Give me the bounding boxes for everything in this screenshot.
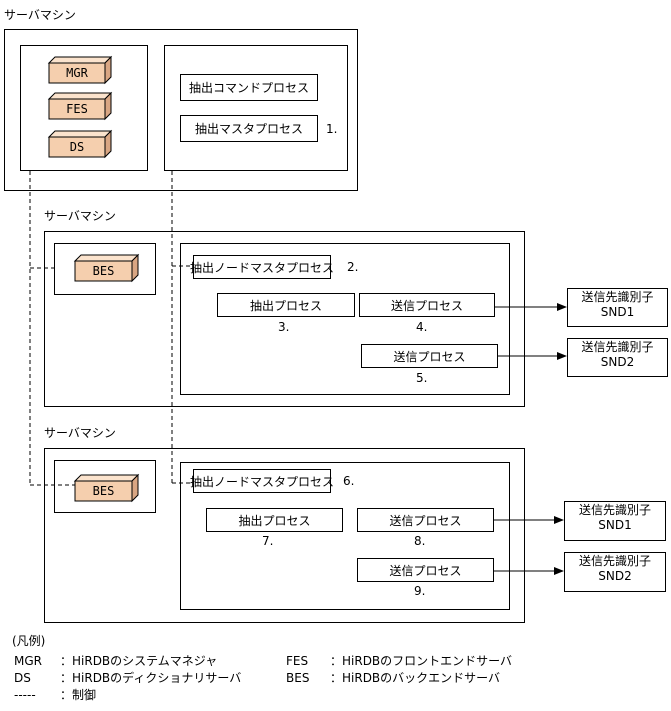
legend-ds-key: DS	[14, 671, 31, 685]
legend-title: (凡例)	[12, 634, 46, 648]
server2-label: サーバマシン	[44, 209, 116, 223]
cube-front	[48, 98, 106, 120]
cube-label: MGR	[66, 66, 88, 80]
fes-module: FES	[47, 91, 113, 121]
num-5: 5.	[416, 371, 428, 385]
cube-front	[74, 260, 133, 282]
extract-process-7: 抽出プロセス	[206, 508, 343, 532]
extract-command-process: 抽出コマンドプロセス	[180, 74, 318, 101]
num-1: 1.	[326, 122, 338, 136]
server3-label: サーバマシン	[44, 426, 116, 440]
cube-label: BES	[93, 264, 115, 278]
dest-snd1-b: 送信先識別子 SND1	[564, 501, 666, 541]
legend-ctrl-key: -----	[14, 688, 36, 702]
dest-snd1-a: 送信先識別子 SND1	[567, 288, 668, 327]
server1-process-box	[164, 45, 348, 171]
control-lines	[29, 171, 193, 486]
cube-label: BES	[93, 484, 115, 498]
legend-mgr-key: MGR	[14, 654, 42, 668]
send-process-8: 送信プロセス	[357, 508, 494, 532]
bes-module-server3: BES	[73, 473, 140, 503]
cube-front	[48, 136, 106, 158]
legend-mgr-desc: ：HiRDBのシステムマネジャ	[60, 654, 218, 668]
ds-module: DS	[47, 129, 113, 159]
legend-fes-desc: ：HiRDBのフロントエンドサーバ	[330, 654, 513, 668]
extract-master-process: 抽出マスタプロセス	[180, 115, 318, 142]
num-8: 8.	[414, 534, 426, 548]
num-2: 2.	[347, 260, 359, 274]
server1-label: サーバマシン	[4, 8, 76, 22]
mgr-module: MGR	[47, 55, 113, 85]
dest-snd2-a: 送信先識別子 SND2	[567, 338, 668, 377]
cube-front	[48, 62, 106, 84]
cube-top	[73, 474, 140, 482]
send-process-4: 送信プロセス	[359, 293, 495, 317]
cube-top	[47, 130, 113, 138]
send-process-9: 送信プロセス	[357, 558, 494, 582]
bes-module-server2: BES	[73, 253, 140, 283]
cube-top	[47, 92, 113, 100]
legend-bes-key: BES	[286, 671, 310, 685]
num-9: 9.	[414, 584, 426, 598]
cube-front	[74, 480, 133, 502]
cube-top	[47, 56, 113, 64]
cube-top	[73, 254, 140, 262]
send-arrows	[494, 303, 567, 575]
cube-label: DS	[70, 140, 84, 154]
legend-fes-key: FES	[286, 654, 309, 668]
num-4: 4.	[416, 320, 428, 334]
node-master-process-2: 抽出ノードマスタプロセス	[190, 255, 334, 279]
legend-bes-desc: ：HiRDBのバックエンドサーバ	[330, 671, 501, 685]
legend-ds-desc: ：HiRDBのディクショナリサーバ	[60, 671, 242, 685]
cube-label: FES	[66, 102, 88, 116]
dest-snd2-b: 送信先識別子 SND2	[564, 552, 666, 592]
legend-ctrl-desc: ：制御	[60, 688, 97, 702]
num-3: 3.	[278, 320, 290, 334]
node-master-process-6: 抽出ノードマスタプロセス	[190, 469, 334, 493]
num-6: 6.	[343, 474, 355, 488]
num-7: 7.	[262, 534, 274, 548]
extract-process-3: 抽出プロセス	[217, 293, 355, 317]
send-process-5: 送信プロセス	[361, 344, 498, 368]
